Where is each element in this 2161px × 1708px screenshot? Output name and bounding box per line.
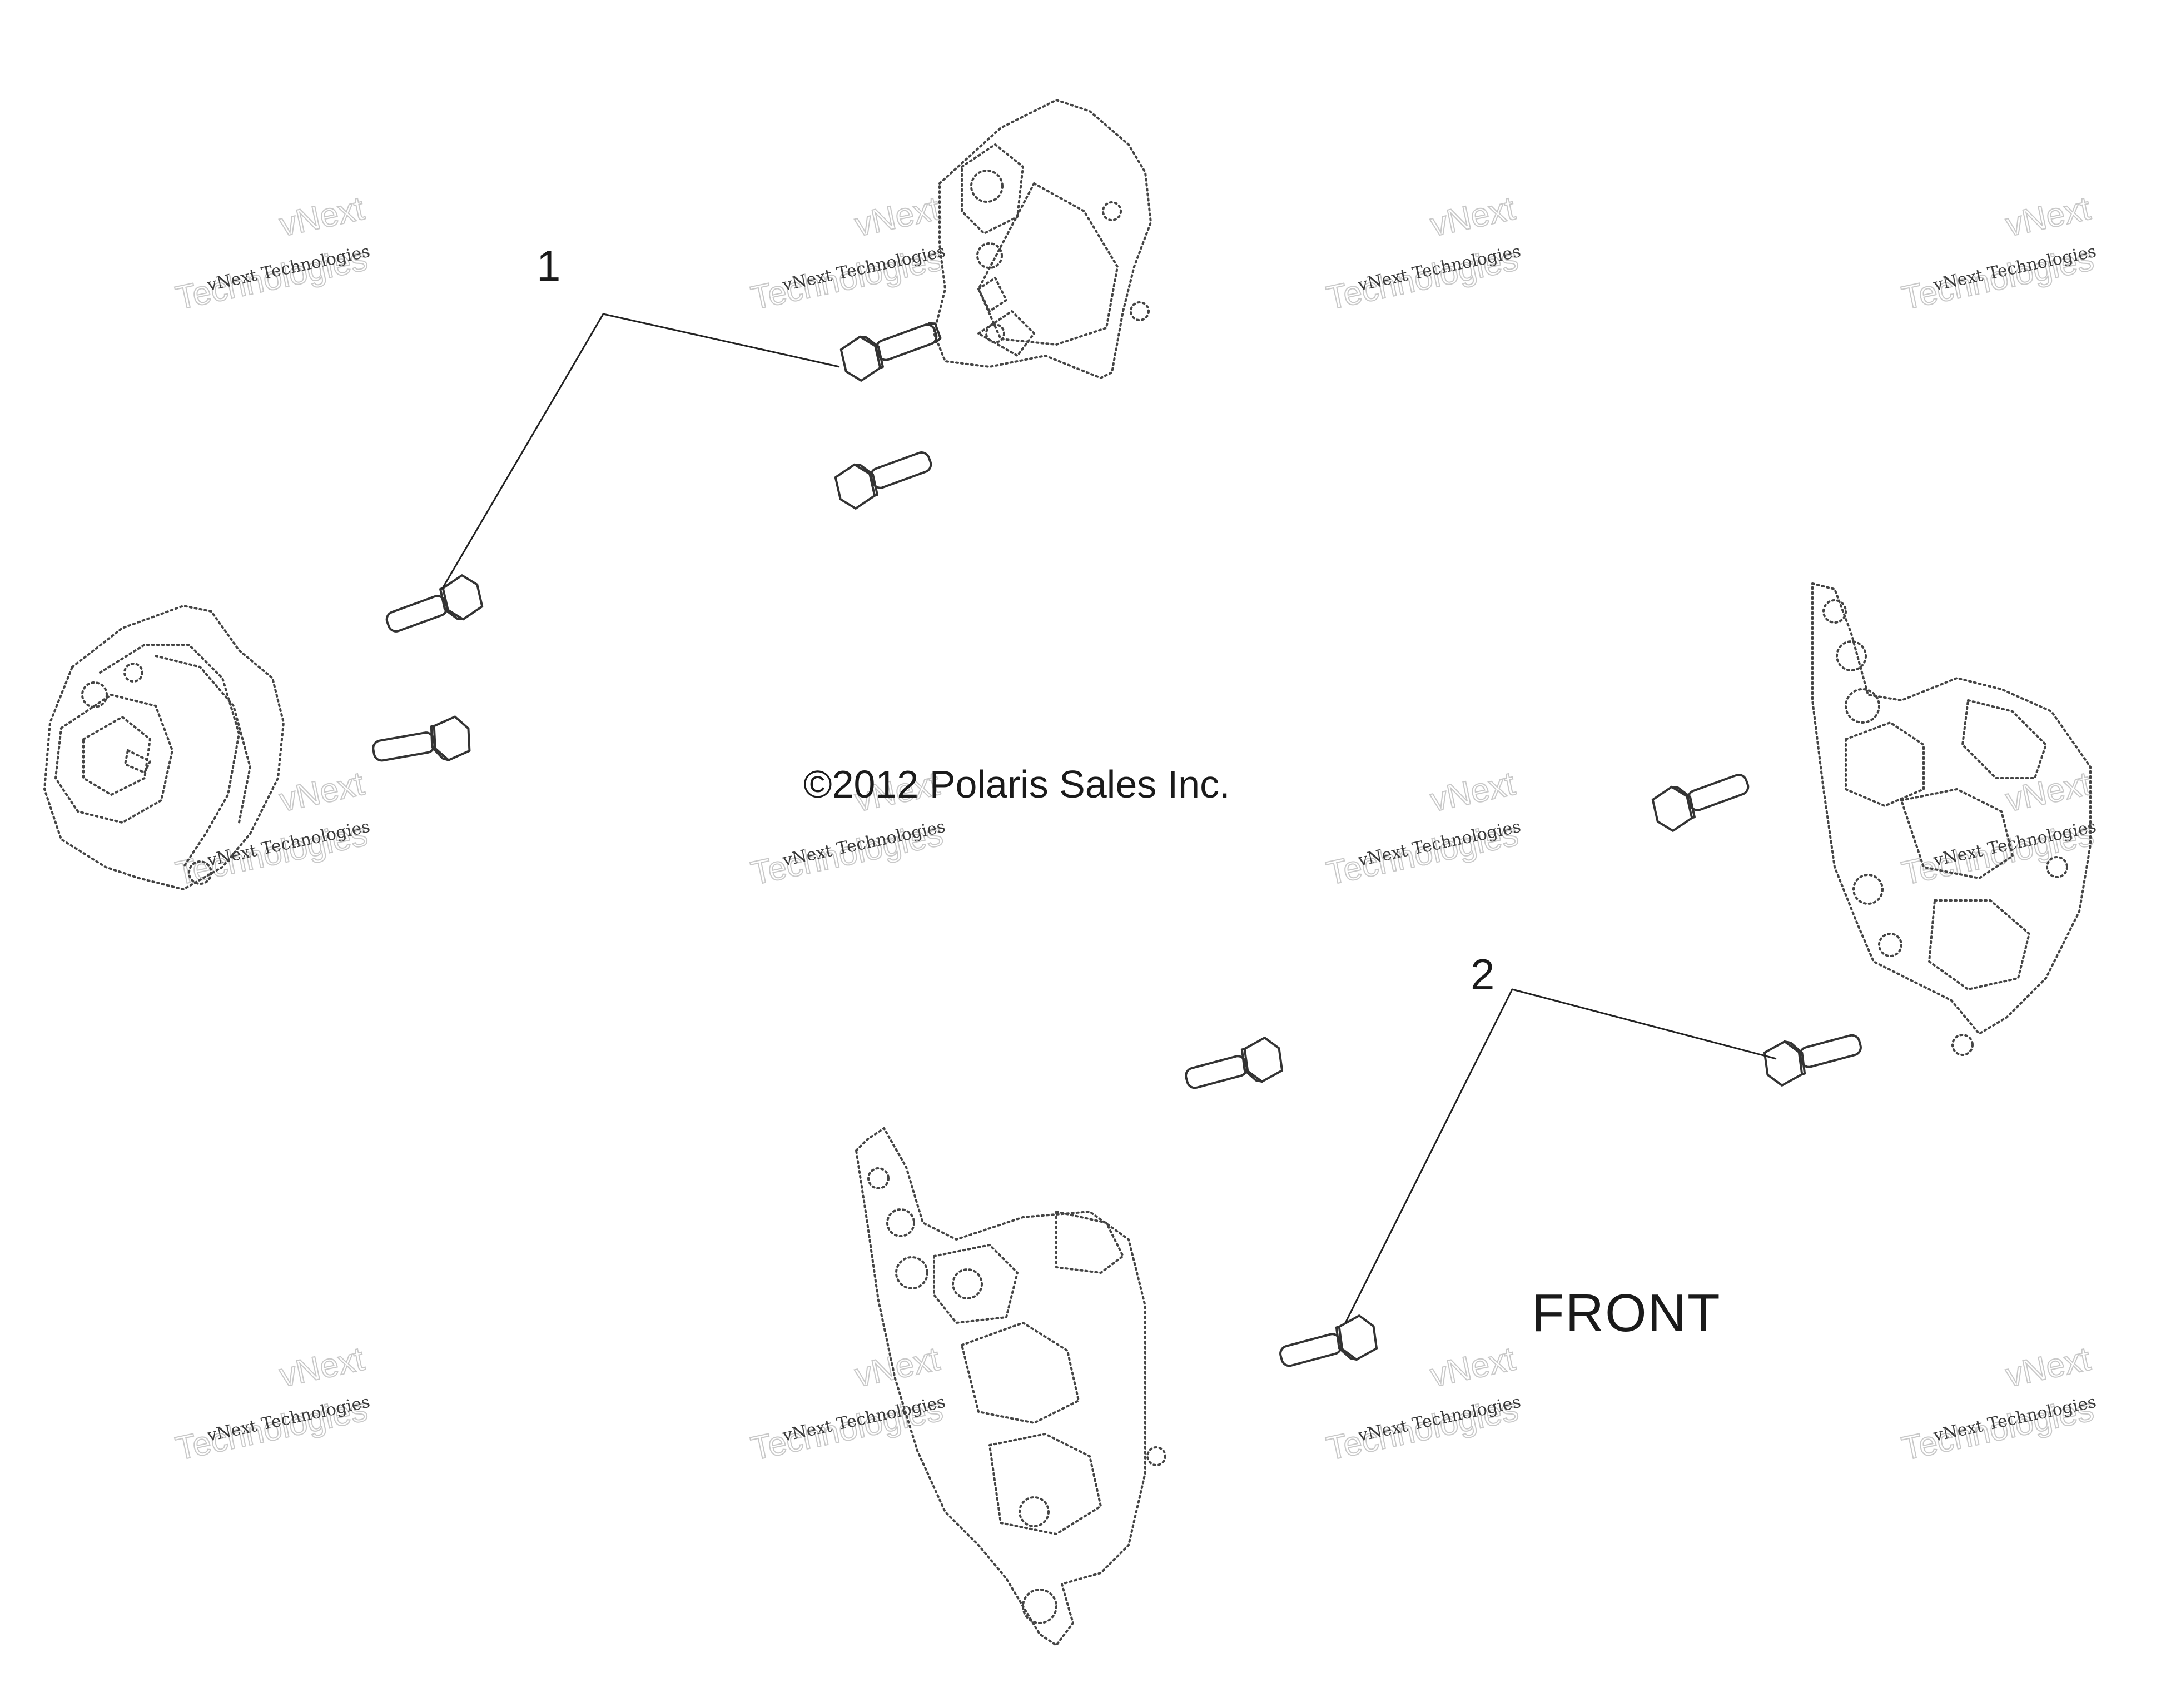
watermark: Technologies vNext vNext Technologies (1898, 764, 2098, 893)
brake-caliper-bottom (855, 1127, 1166, 1646)
watermark-row-bottom: Technologies vNext vNext Technologies Te… (172, 1339, 2098, 1468)
bolt (1185, 1037, 1284, 1089)
svg-text:vNext: vNext (2003, 190, 2094, 243)
leader-line-2 (1344, 988, 1777, 1323)
svg-text:vNext: vNext (276, 190, 367, 243)
bolt (839, 322, 942, 382)
callout-1: 1 (536, 241, 560, 290)
watermark: Technologies vNext vNext Technologies (1898, 1339, 2098, 1468)
watermark: Technologies vNext vNext Technologies (1323, 189, 1523, 317)
svg-text:vNext: vNext (276, 1340, 367, 1394)
watermark: Technologies vNext vNext Technologies (172, 1339, 372, 1468)
watermark-row-top: Technologies vNext vNext Technologies Te… (172, 189, 2098, 317)
callout-2: 2 (1471, 950, 1494, 999)
watermark: Technologies vNext vNext Technologies (747, 189, 947, 317)
copyright-notice: ©2012 Polaris Sales Inc. (803, 763, 1230, 806)
svg-text:vNext: vNext (2003, 765, 2094, 819)
bolt (1651, 774, 1750, 832)
bolt (1279, 1314, 1378, 1367)
bolt (1763, 1034, 1862, 1087)
svg-text:vNext: vNext (276, 765, 367, 819)
watermark: Technologies vNext vNext Technologies (172, 764, 372, 893)
svg-text:vNext: vNext (2003, 1340, 2094, 1394)
bolt (834, 451, 932, 510)
brake-caliper-right (1811, 582, 2092, 1056)
watermark: Technologies vNext vNext Technologies (172, 189, 372, 317)
front-label: FRONT (1532, 1283, 1721, 1343)
watermark: Technologies vNext vNext Technologies (1898, 189, 2098, 317)
svg-text:vNext: vNext (852, 190, 943, 243)
bolt (372, 715, 471, 762)
brake-caliper-left (43, 605, 285, 890)
bolt (385, 574, 484, 633)
leader-line-1 (441, 313, 840, 590)
svg-text:vNext: vNext (1427, 190, 1518, 243)
svg-text:vNext: vNext (1427, 765, 1518, 819)
svg-text:vNext: vNext (852, 1340, 943, 1394)
watermark: Technologies vNext vNext Technologies (747, 1339, 947, 1468)
svg-text:vNext: vNext (1427, 1340, 1518, 1394)
watermark: Technologies vNext vNext Technologies (1323, 1339, 1523, 1468)
brake-caliper-top (933, 99, 1152, 379)
watermark: Technologies vNext vNext Technologies (1323, 764, 1523, 893)
